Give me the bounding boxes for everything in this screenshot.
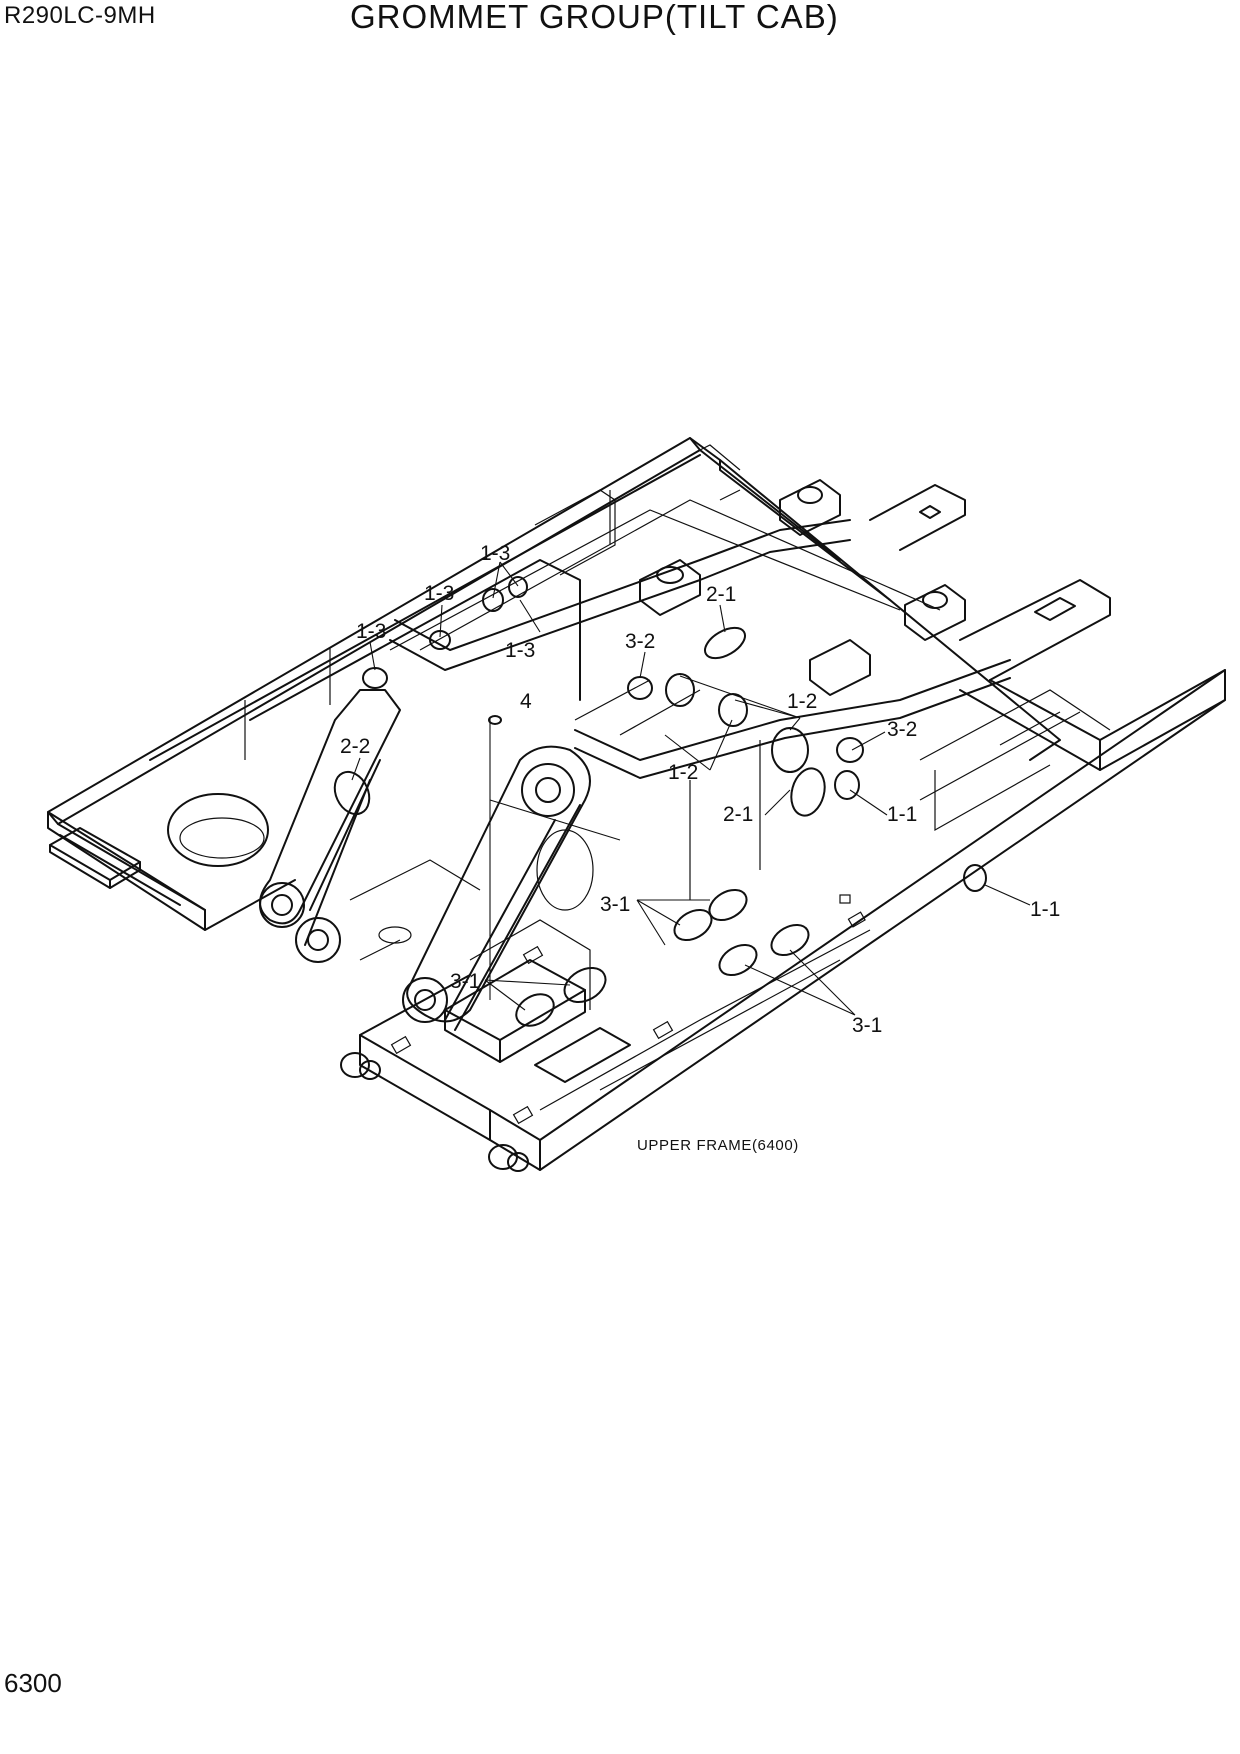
callout-1-1-a: 1-1 [887,803,917,826]
callout-3-1-b: 3-1 [450,970,480,993]
callout-2-1-a: 2-1 [706,583,736,606]
model-number: R290LC-9MH [4,2,156,29]
callout-3-1-a: 3-1 [600,893,630,916]
callout-3-2-b: 3-2 [887,718,917,741]
callout-2-1-b: 2-1 [723,803,753,826]
upper-frame-drawing [47,437,1226,1172]
grommet-holes [333,576,987,1027]
callout-1-2-a: 1-2 [787,690,817,713]
callout-1-3-a: 1-3 [480,542,510,565]
callout-2-2: 2-2 [340,735,370,758]
callout-3-1-c: 3-1 [852,1014,882,1037]
bolt-pads [390,894,866,1125]
page-number: 6300 [4,1668,62,1698]
callout-1-3-c: 1-3 [356,620,386,643]
callout-1-3-d: 1-3 [505,639,535,662]
callout-1-2-b: 1-2 [668,761,698,784]
callout-4: 4 [520,690,532,713]
leader-lines [351,561,1031,1016]
callout-1-3-b: 1-3 [424,582,454,605]
page-title: GROMMET GROUP(TILT CAB) [350,0,839,35]
callout-3-2-a: 3-2 [625,630,655,653]
frame-label: UPPER FRAME(6400) [637,1137,799,1154]
callout-labels: 1-3 1-3 1-3 1-3 2-1 3-2 4 1-2 3-2 2-2 1-… [340,542,1060,1154]
callout-1-1-b: 1-1 [1030,898,1060,921]
